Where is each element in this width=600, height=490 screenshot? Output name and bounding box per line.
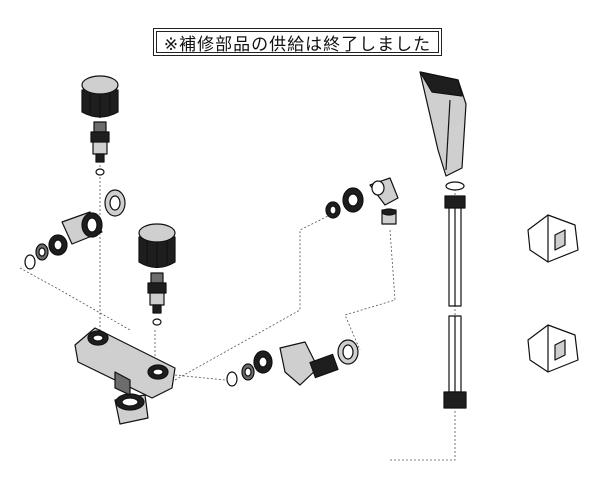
upper-nut-set [325,187,364,219]
discontinued-notice-box: ※補修部品の供給は終了しました [153,28,442,56]
assembly-leader-lines [19,165,456,461]
valve-spindle-right [147,272,167,326]
shower-hose [443,195,467,409]
handle-knob-right [138,223,176,269]
faucet-body [74,327,176,399]
shower-inlet-elbow [279,339,359,386]
outlet-fitting [114,393,149,425]
union-nut-set-center [226,350,273,387]
shower-hanger-lower [527,324,579,373]
shower-head [419,71,467,191]
inlet-nut-set-left [24,234,68,270]
hose-elbow-fitting [369,177,399,225]
valve-spindle-left [90,121,110,176]
handle-knob-left [81,75,119,118]
inlet-elbow-left [61,189,126,245]
shower-hanger-upper [527,214,579,263]
